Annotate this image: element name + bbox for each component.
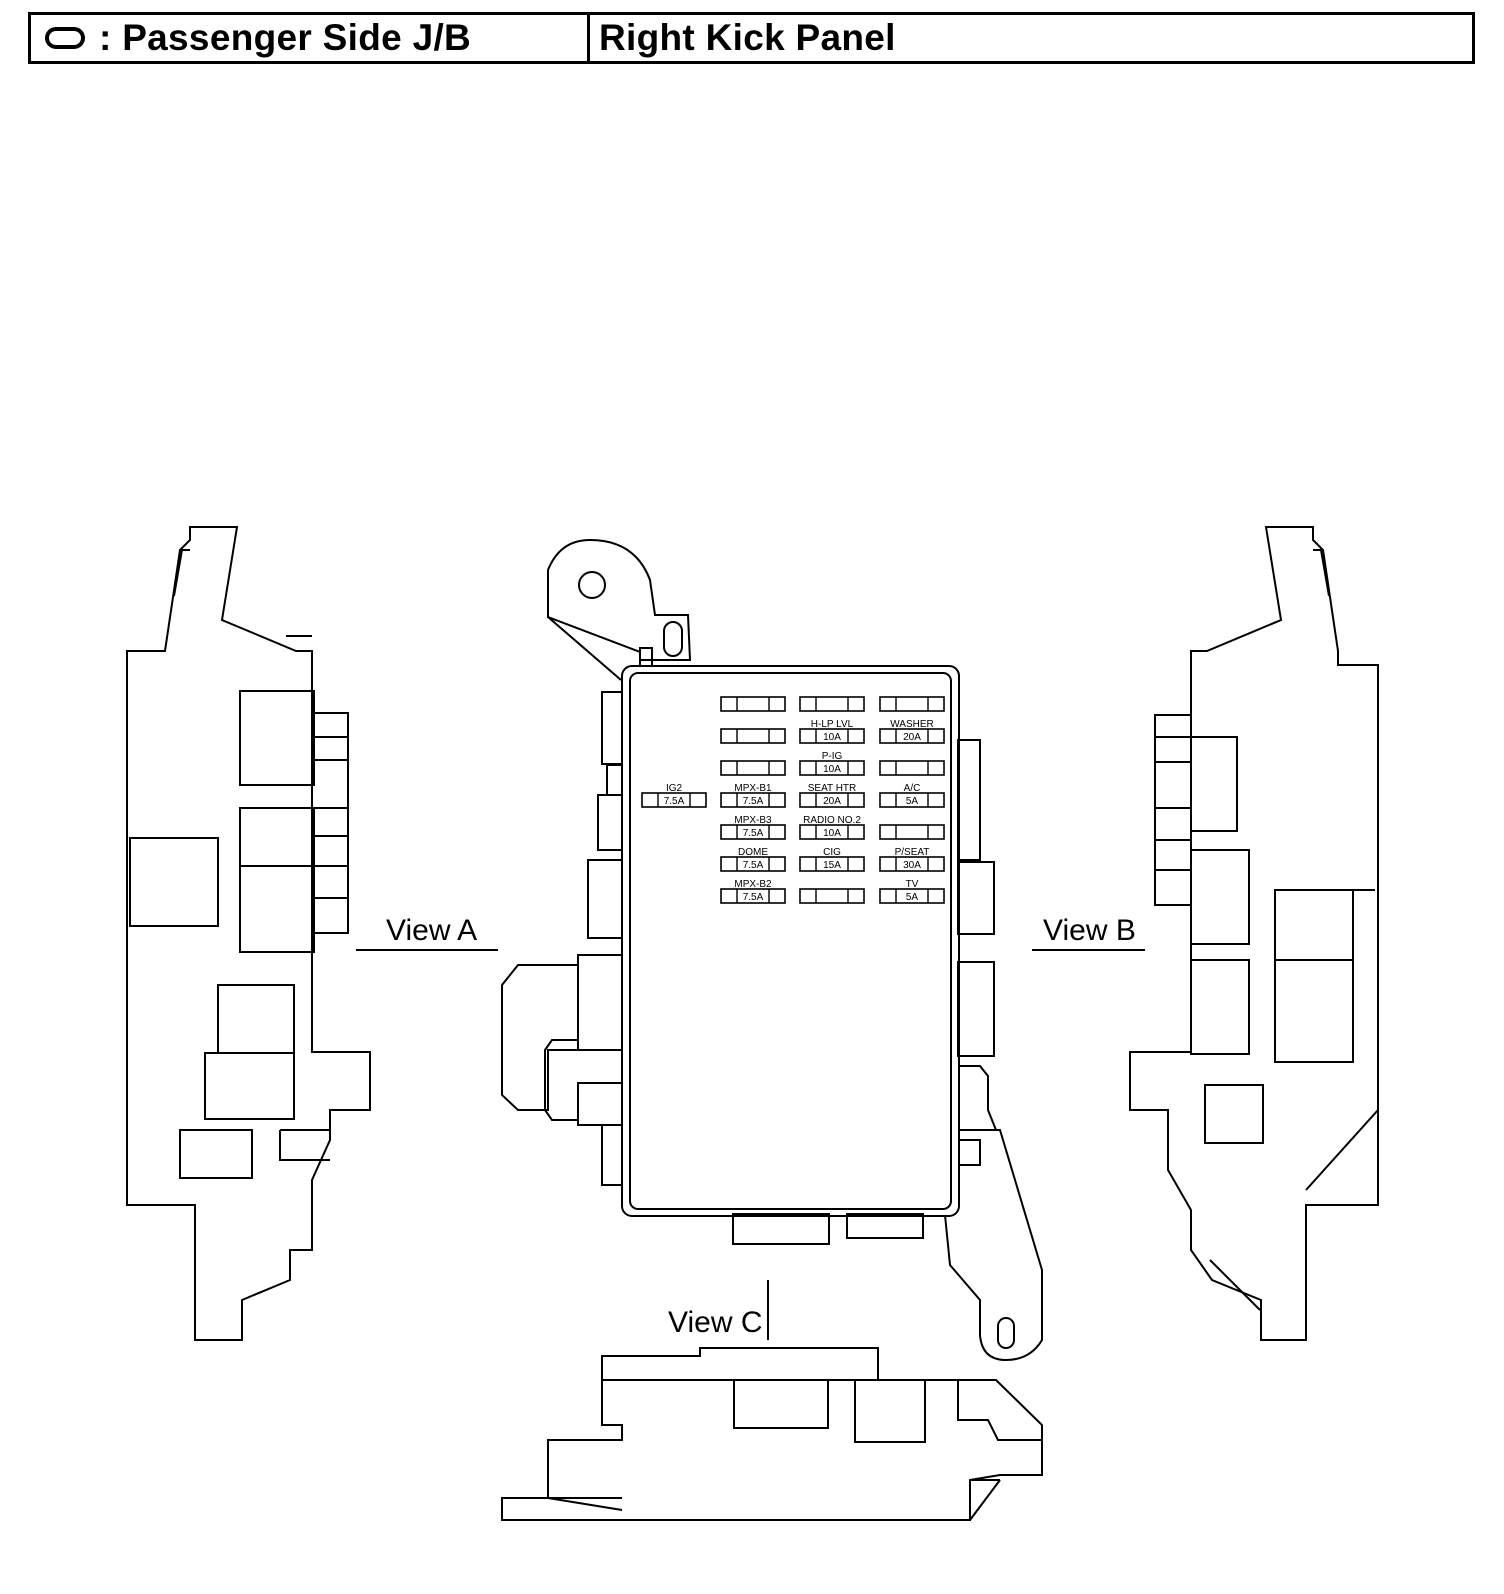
fuse-r7c3: 5A TV	[879, 879, 945, 904]
fuse-r5c1: 7.5A MPX-B3	[720, 815, 786, 840]
fuse-r3c3	[879, 760, 945, 776]
fuse-body	[879, 824, 945, 840]
view-b-drawing	[1129, 526, 1379, 1341]
view-c-label: View C	[668, 1306, 762, 1339]
rounded-rectangle-icon	[45, 27, 85, 49]
fuse-name: P/SEAT	[895, 847, 930, 858]
fuse-r1c1	[720, 696, 786, 712]
fuse-body	[879, 728, 945, 744]
fuse-body	[799, 696, 865, 712]
fuse-amperage: 7.5A	[743, 828, 764, 839]
fuse-amperage: 10A	[823, 828, 841, 839]
mounting-slot-icon	[997, 1317, 1015, 1349]
view-c-drawing	[501, 1347, 1043, 1521]
fuse-r3c2: 10A P-IG	[799, 751, 865, 776]
fuse-r2c1	[720, 728, 786, 744]
fuse-body	[720, 824, 786, 840]
fuse-amperage: 5A	[906, 892, 919, 903]
fuse-r7c1: 7.5A MPX-B2	[720, 879, 786, 904]
location-name: Right Kick Panel	[599, 17, 896, 58]
fuse-r2c2: 10A H-LP LVL	[799, 719, 865, 744]
fuse-body	[879, 856, 945, 872]
fuse-body	[720, 728, 786, 744]
fuse-body	[799, 792, 865, 808]
fuse-body	[720, 760, 786, 776]
fuse-r6c1: 7.5A DOME	[720, 847, 786, 872]
fuse-name: SEAT HTR	[808, 783, 857, 794]
fuse-name: MPX-B1	[734, 783, 772, 794]
fuse-name: H-LP LVL	[811, 719, 854, 730]
fuse-r3c1	[720, 760, 786, 776]
fuse-body	[720, 792, 786, 808]
location-code-cell: : Passenger Side J/B	[31, 15, 590, 61]
fuse-amperage: 7.5A	[743, 796, 764, 807]
fuse-body	[799, 728, 865, 744]
fuse-ig2: 7.5A IG2	[641, 783, 707, 808]
fuse-r5c3	[879, 824, 945, 840]
fuse-name: RADIO NO.2	[803, 815, 861, 826]
fuse-amperage: 7.5A	[664, 796, 685, 807]
fuse-amperage: 30A	[903, 860, 921, 871]
fuse-body	[641, 792, 707, 808]
fuse-layout: 10A H-LP LVL 20A WASHER 10A P-IG 7.5A IG2 7.5A MP…	[641, 696, 945, 904]
fuse-name: A/C	[904, 783, 921, 794]
view-b-label: View B	[1043, 914, 1136, 947]
fuse-amperage: 10A	[823, 764, 841, 775]
fuse-amperage: 5A	[906, 796, 919, 807]
fuse-r4c3: 5A A/C	[879, 783, 945, 808]
mounting-slot-icon	[663, 621, 683, 657]
fuse-body	[799, 888, 865, 904]
fuse-body	[879, 760, 945, 776]
fuse-r4c2: 20A SEAT HTR	[799, 783, 865, 808]
fuse-r2c3: 20A WASHER	[879, 719, 945, 744]
fuse-name: WASHER	[890, 719, 934, 730]
fuse-amperage: 7.5A	[743, 892, 764, 903]
fuse-r7c2	[799, 888, 865, 904]
fuse-r1c2	[799, 696, 865, 712]
location-name-cell: Right Kick Panel	[590, 15, 1472, 61]
fuse-name: MPX-B3	[734, 815, 772, 826]
fuse-body	[720, 696, 786, 712]
fuse-body	[879, 888, 945, 904]
fuse-body	[799, 824, 865, 840]
fuse-body	[879, 792, 945, 808]
fuse-r6c3: 30A P/SEAT	[879, 847, 945, 872]
fuse-amperage: 7.5A	[743, 860, 764, 871]
fuse-body	[879, 696, 945, 712]
fuse-body	[720, 856, 786, 872]
fuse-name: TV	[906, 879, 919, 890]
main-junction-block	[501, 538, 1043, 1362]
location-header: : Passenger Side J/B Right Kick Panel	[28, 12, 1475, 64]
fuse-name: CIG	[823, 847, 841, 858]
fuse-amperage: 20A	[823, 796, 841, 807]
view-a-drawing	[126, 526, 371, 1341]
location-code: : Passenger Side J/B	[99, 17, 472, 58]
view-a-label: View A	[386, 914, 477, 947]
fuse-r4c1: 7.5A MPX-B1	[720, 783, 786, 808]
fuse-name: MPX-B2	[734, 879, 772, 890]
fuse-body	[799, 856, 865, 872]
fuse-r6c2: 15A CIG	[799, 847, 865, 872]
fuse-name: IG2	[666, 783, 683, 794]
fuse-r5c2: 10A RADIO NO.2	[799, 815, 865, 840]
fuse-name: P-IG	[822, 751, 843, 762]
fuse-amperage: 20A	[903, 732, 921, 743]
fuse-name: DOME	[738, 847, 768, 858]
mounting-hole-icon	[578, 571, 606, 599]
fuse-r1c3	[879, 696, 945, 712]
fuse-body	[720, 888, 786, 904]
fuse-amperage: 10A	[823, 732, 841, 743]
fuse-amperage: 15A	[823, 860, 841, 871]
fuse-body	[799, 760, 865, 776]
